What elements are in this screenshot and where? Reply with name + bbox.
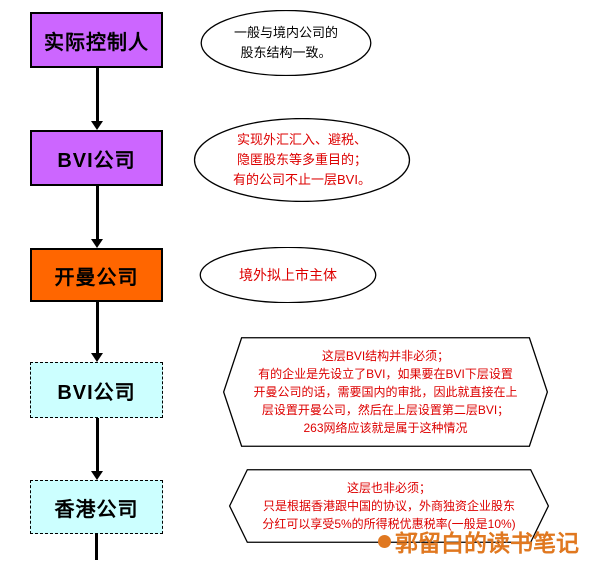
arrow-shaft <box>96 68 99 122</box>
annotation-text: 一般与境内公司的 股东结构一致。 <box>233 25 338 60</box>
annotation-text: 实现外汇汇入、避税、 隐匿股东等多重目的； 有的公司不止一层BVI。 <box>233 132 371 187</box>
arrowhead-icon <box>91 239 103 248</box>
arrowhead-icon <box>91 121 103 130</box>
arrowhead-icon <box>91 471 103 480</box>
node-label: BVI公司 <box>57 381 136 404</box>
annotation-text: 这层BVI结构并非必须； 有的企业是先设立了BVI，如果要在BVI下层设置 开曼… <box>253 349 518 435</box>
node-label: 开曼公司 <box>54 266 139 289</box>
arrow-shaft <box>96 186 99 240</box>
arrow-shaft <box>96 302 99 354</box>
node-hongkong-company: 香港公司 <box>30 480 163 534</box>
hexagon-shape <box>228 469 550 543</box>
node-bvi-company-2: BVI公司 <box>30 362 163 418</box>
annotation-second-bvi-note: 这层BVI结构并非必须； 有的企业是先设立了BVI，如果要在BVI下层设置 开曼… <box>222 337 549 447</box>
annotation-text: 这层也非必须； 只是根据香港跟中国的协议，外商独资企业股东 分红可以享受5%的所… <box>262 481 516 531</box>
arrowhead-icon <box>91 353 103 362</box>
annotation-shareholder-structure: 一般与境内公司的 股东结构一致。 <box>200 10 372 76</box>
node-cayman-company: 开曼公司 <box>30 248 163 302</box>
node-bvi-company-1: BVI公司 <box>30 130 163 186</box>
arrow-shaft <box>96 418 99 472</box>
down-arrow-icon <box>90 302 104 362</box>
node-label: 香港公司 <box>54 498 139 521</box>
node-label: 实际控制人 <box>44 31 149 54</box>
ellipse-shape <box>200 10 372 76</box>
hexagon-shape <box>222 337 549 447</box>
down-arrow-icon <box>90 68 104 130</box>
watermark-logo-icon <box>378 534 391 548</box>
ellipse-shape <box>193 118 411 202</box>
ellipse-shape <box>199 247 377 303</box>
node-label: BVI公司 <box>57 149 136 172</box>
down-arrow-icon <box>90 418 104 480</box>
watermark-text: 郭留白的读书笔记 <box>395 531 579 557</box>
watermark: 郭留白的读书笔记 <box>378 524 579 558</box>
annotation-bvi-purpose: 实现外汇汇入、避税、 隐匿股东等多重目的； 有的公司不止一层BVI。 <box>193 118 411 202</box>
down-arrow-icon <box>90 186 104 248</box>
connector-line <box>95 534 98 560</box>
annotation-listing-entity: 境外拟上市主体 <box>199 247 377 303</box>
annotation-text: 境外拟上市主体 <box>239 267 337 283</box>
node-actual-controller: 实际控制人 <box>30 12 163 68</box>
annotation-hongkong-note: 这层也非必须； 只是根据香港跟中国的协议，外商独资企业股东 分红可以享受5%的所… <box>228 469 550 543</box>
